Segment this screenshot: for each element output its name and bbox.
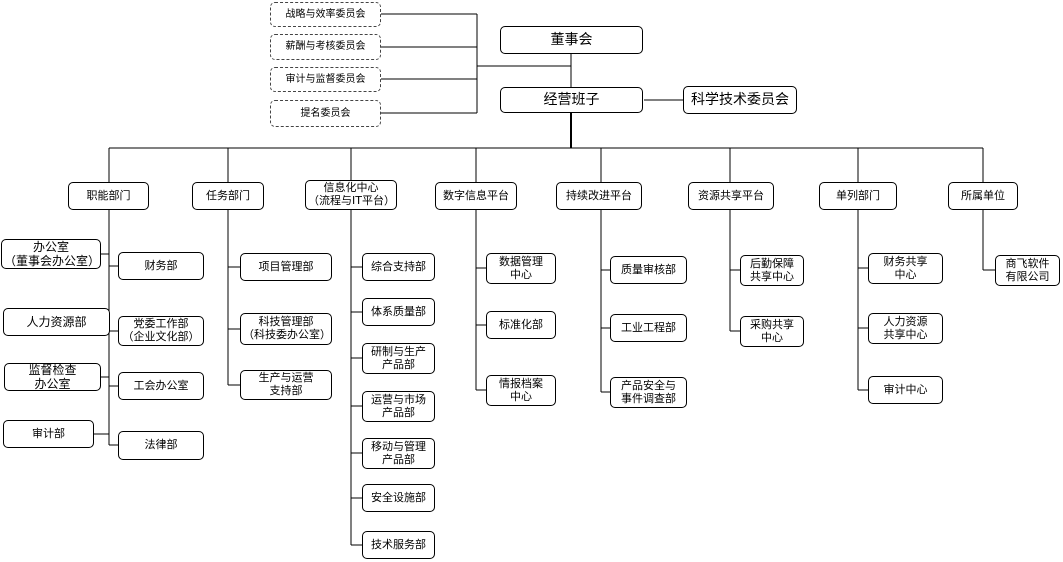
unit-logistics-center: 后勤保障 共享中心 (740, 255, 804, 286)
dept-task: 任务部门 (192, 182, 264, 210)
management-node: 经营班子 (500, 87, 643, 113)
unit-ops-market-product: 运营与市场 产品部 (362, 391, 435, 422)
dept-improvement-platform: 持续改进平台 (556, 182, 642, 210)
unit-legal-dept: 法律部 (118, 431, 204, 460)
dept-functional: 职能部门 (68, 182, 149, 210)
board-node: 董事会 (500, 26, 643, 54)
unit-mobile-mgmt-product: 移动与管理 产品部 (362, 438, 435, 469)
unit-industrial-engineering: 工业工程部 (610, 314, 687, 342)
unit-general-support: 综合支持部 (362, 253, 435, 281)
unit-production-support: 生产与运营 支持部 (240, 370, 332, 400)
dept-shared-platform: 资源共享平台 (688, 182, 774, 210)
committee-compensation: 薪酬与考核委员会 (270, 34, 381, 60)
unit-quality-audit: 质量审核部 (610, 256, 687, 284)
unit-project-mgmt: 项目管理部 (240, 253, 332, 281)
unit-tech-service: 技术服务部 (362, 531, 435, 559)
committee-audit: 审计与监督委员会 (270, 67, 381, 92)
dept-separate: 单列部门 (819, 182, 897, 210)
dept-affiliated: 所属单位 (948, 182, 1018, 210)
unit-supervision-office: 监督检查 办公室 (4, 363, 101, 391)
unit-standardization: 标准化部 (486, 311, 556, 339)
unit-union-office: 工会办公室 (118, 372, 204, 400)
dept-info-center: 信息化中心 （流程与IT平台） (305, 180, 397, 210)
unit-comac-software: 商飞软件 有限公司 (995, 255, 1060, 286)
unit-hr-dept: 人力资源部 (3, 308, 110, 336)
unit-finance-dept: 财务部 (118, 252, 204, 280)
unit-security-facilities: 安全设施部 (362, 484, 435, 512)
unit-tech-mgmt: 科技管理部 （科技委办公室） (240, 313, 332, 345)
unit-finance-shared: 财务共享 中心 (868, 253, 943, 284)
unit-product-safety: 产品安全与 事件调查部 (610, 377, 687, 408)
unit-party-dept: 党委工作部 （企业文化部） (118, 316, 204, 346)
dept-digital-platform: 数字信息平台 (435, 182, 517, 210)
unit-general-office: 办公室 （董事会办公室） (1, 239, 101, 269)
unit-audit-dept: 审计部 (3, 420, 94, 448)
committee-strategy: 战略与效率委员会 (270, 2, 381, 27)
unit-audit-center: 审计中心 (868, 376, 943, 404)
unit-archive-center: 情报档案 中心 (486, 375, 556, 406)
tech-committee-node: 科学技术委员会 (683, 86, 797, 114)
unit-rd-production-product: 研制与生产 产品部 (362, 343, 435, 374)
committee-nomination: 提名委员会 (270, 100, 381, 127)
unit-procurement-center: 采购共享 中心 (740, 316, 804, 347)
unit-hr-shared: 人力资源 共享中心 (868, 313, 943, 344)
unit-data-mgmt-center: 数据管理 中心 (486, 253, 556, 284)
unit-system-quality: 体系质量部 (362, 298, 435, 326)
